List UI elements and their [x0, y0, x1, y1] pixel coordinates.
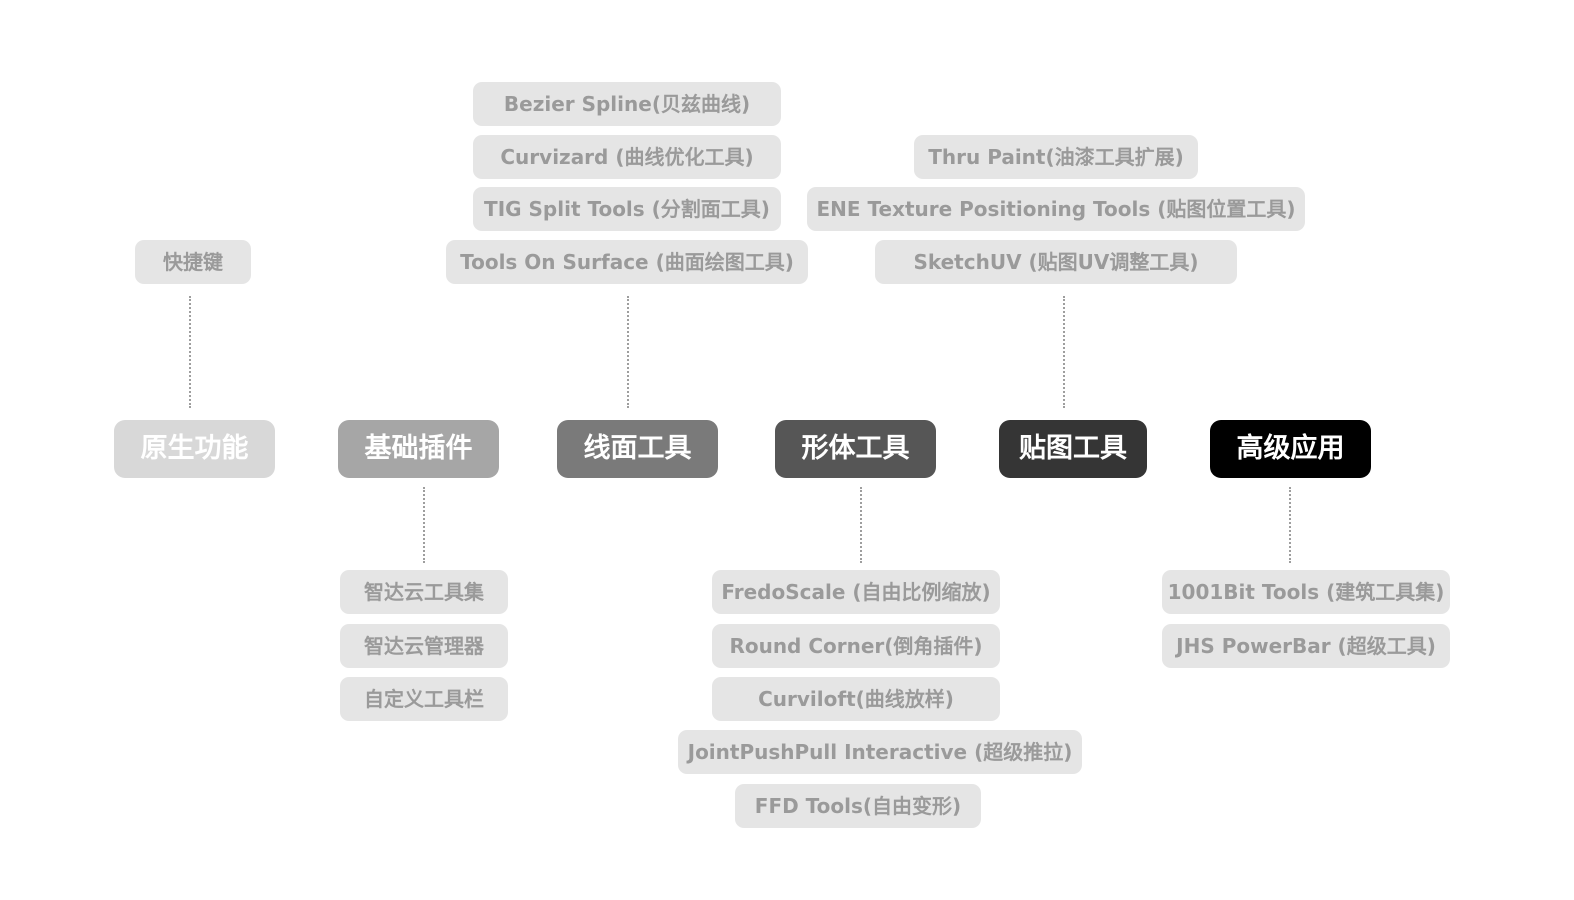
form-item-round-corner[interactable]: Round Corner(倒角插件)	[712, 624, 1000, 668]
category-form-tools[interactable]: 形体工具	[775, 420, 936, 478]
texture-item-ene-texture[interactable]: ENE Texture Positioning Tools (贴图位置工具)	[807, 187, 1305, 231]
category-line-surface-tools[interactable]: 线面工具	[557, 420, 718, 478]
line-surface-item-bezier-spline[interactable]: Bezier Spline(贝兹曲线)	[473, 82, 781, 126]
connector-native	[189, 296, 191, 408]
form-item-ffd-tools[interactable]: FFD Tools(自由变形)	[735, 784, 981, 828]
connector-form	[860, 487, 862, 563]
texture-item-sketchuv[interactable]: SketchUV (贴图UV调整工具)	[875, 240, 1237, 284]
form-item-fredoscale[interactable]: FredoScale (自由比例缩放)	[712, 570, 1000, 614]
texture-item-thru-paint[interactable]: Thru Paint(油漆工具扩展)	[914, 135, 1198, 179]
basic-item-zhidayun-toolset[interactable]: 智达云工具集	[340, 570, 508, 614]
connector-line-surface	[627, 296, 629, 408]
line-surface-item-tig-split[interactable]: TIG Split Tools (分割面工具)	[473, 187, 781, 231]
connector-advanced	[1289, 487, 1291, 563]
connector-texture	[1063, 296, 1065, 408]
line-surface-item-curvizard[interactable]: Curvizard (曲线优化工具)	[473, 135, 781, 179]
form-item-jointpushpull[interactable]: JointPushPull Interactive (超级推拉)	[678, 730, 1082, 774]
category-advanced[interactable]: 高级应用	[1210, 420, 1371, 478]
category-texture-tools[interactable]: 贴图工具	[999, 420, 1147, 478]
category-basic-plugins[interactable]: 基础插件	[338, 420, 499, 478]
connector-basic	[423, 487, 425, 563]
form-item-curviloft[interactable]: Curviloft(曲线放样)	[712, 677, 1000, 721]
advanced-item-1001bit-tools[interactable]: 1001Bit Tools (建筑工具集)	[1162, 570, 1450, 614]
basic-item-zhidayun-manager[interactable]: 智达云管理器	[340, 624, 508, 668]
advanced-item-jhs-powerbar[interactable]: JHS PowerBar (超级工具)	[1162, 624, 1450, 668]
category-native[interactable]: 原生功能	[114, 420, 275, 478]
line-surface-item-tools-on-surface[interactable]: Tools On Surface (曲面绘图工具)	[446, 240, 808, 284]
native-item-shortcuts[interactable]: 快捷键	[135, 240, 251, 284]
basic-item-custom-toolbar[interactable]: 自定义工具栏	[340, 677, 508, 721]
